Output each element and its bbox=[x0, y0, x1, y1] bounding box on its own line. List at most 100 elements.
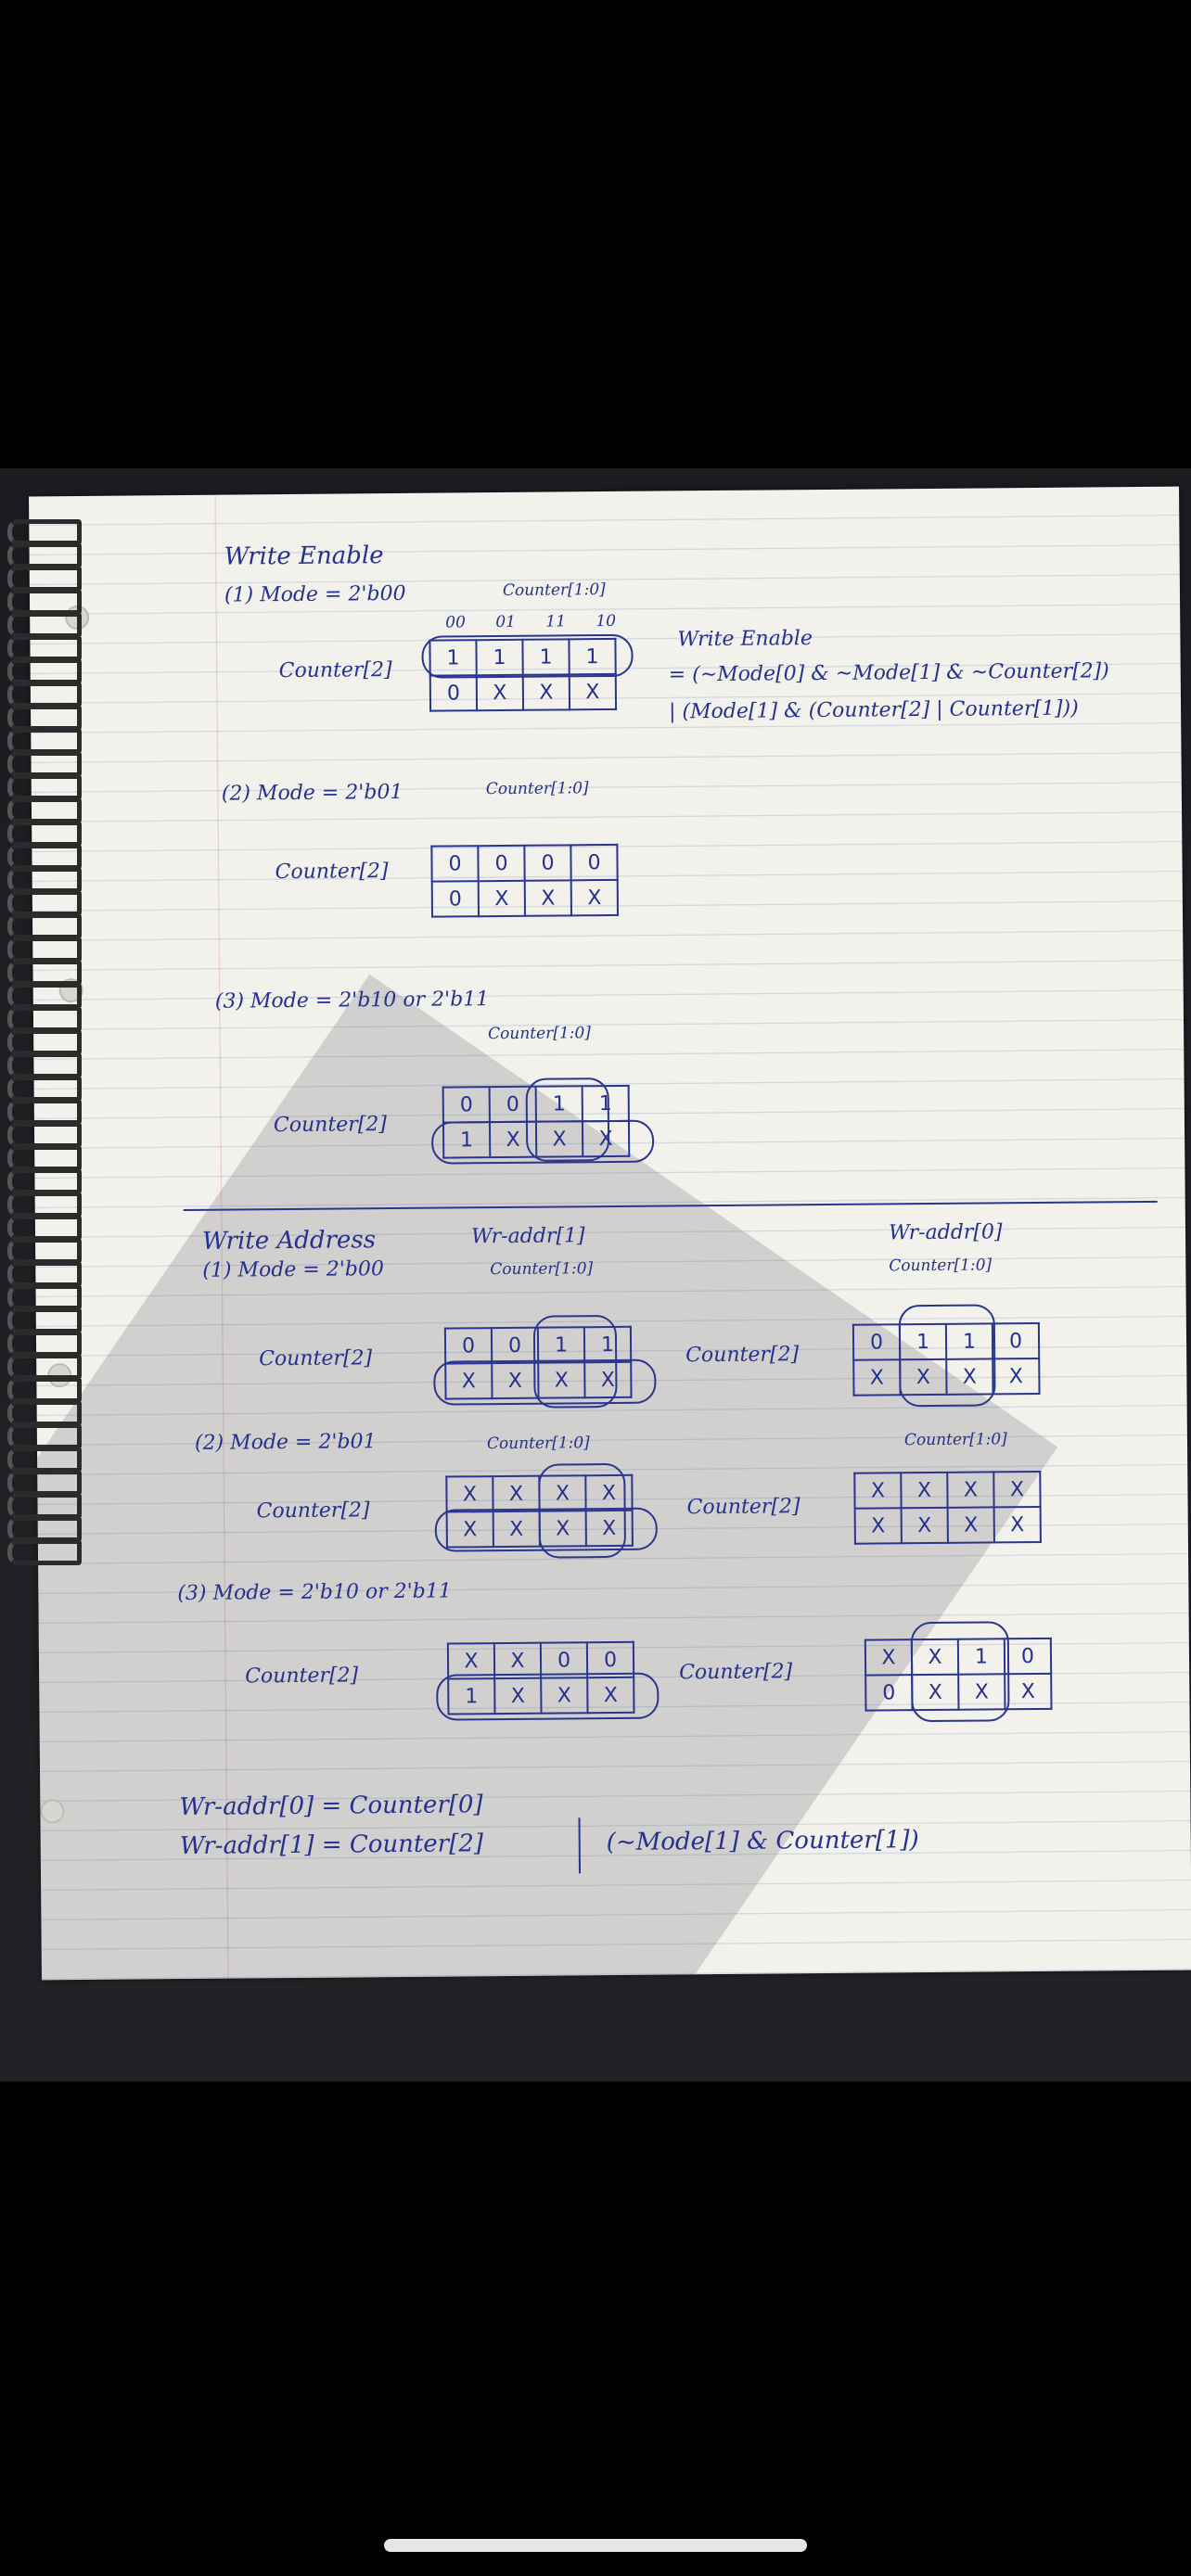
spiral-coil bbox=[7, 1539, 82, 1565]
kmap-cell: X bbox=[901, 1472, 948, 1509]
kmap-cell: X bbox=[570, 879, 619, 916]
spiral-binding bbox=[0, 519, 83, 1586]
spiral-coil bbox=[7, 566, 82, 592]
kmap-cell: 0 bbox=[429, 675, 478, 711]
spiral-coil bbox=[7, 1145, 82, 1171]
counter-col-label: Counter[1:0] bbox=[903, 1430, 1007, 1450]
spiral-coil bbox=[7, 658, 82, 684]
result-addr1-term: (~Mode[1] & Counter[1]) bbox=[606, 1826, 919, 1857]
spiral-coil bbox=[7, 1423, 82, 1449]
spiral-coil bbox=[7, 867, 82, 893]
kmap-cell: X bbox=[854, 1508, 902, 1544]
kmap-cell: X bbox=[901, 1507, 948, 1544]
kmap-cell: X bbox=[522, 674, 570, 710]
spiral-coil bbox=[7, 612, 82, 638]
spiral-coil bbox=[7, 1006, 82, 1032]
spiral-coil bbox=[7, 589, 82, 615]
spiral-coil bbox=[7, 519, 82, 545]
spiral-coil bbox=[7, 1099, 82, 1125]
counter-col-label: Counter[1:0] bbox=[485, 779, 589, 799]
case3-label: (3) Mode = 2'b10 or 2'b11 bbox=[214, 988, 490, 1014]
spiral-coil bbox=[7, 1029, 82, 1055]
counter-row-label: Counter[2] bbox=[685, 1343, 800, 1368]
spiral-coil bbox=[7, 682, 82, 708]
spiral-coil bbox=[7, 1354, 82, 1380]
kmap-cell: X bbox=[947, 1507, 994, 1543]
spiral-coil bbox=[7, 983, 82, 1009]
kmap-cell: X bbox=[854, 1473, 902, 1509]
counter-col-label: Counter[1:0] bbox=[486, 1434, 590, 1454]
spiral-coil bbox=[7, 937, 82, 963]
home-indicator[interactable] bbox=[384, 2539, 807, 2552]
kmap-cell: 0 bbox=[992, 1322, 1040, 1359]
spiral-coil bbox=[7, 960, 82, 986]
group-loop bbox=[898, 1304, 996, 1408]
spiral-coil bbox=[7, 1447, 82, 1473]
group-loop bbox=[436, 1672, 660, 1721]
spiral-coil bbox=[7, 1377, 82, 1403]
kmap-cell: 0 bbox=[431, 846, 479, 882]
counter-row-label: Counter[2] bbox=[679, 1660, 793, 1685]
counter-row-label: Counter[2] bbox=[275, 860, 389, 885]
spiral-coil bbox=[7, 821, 82, 847]
kmap-cell: X bbox=[1005, 1673, 1052, 1710]
counter-row-label: Counter[2] bbox=[278, 658, 392, 683]
kmap-cell: 0 bbox=[491, 1327, 539, 1364]
kmap-cell: X bbox=[524, 880, 572, 916]
spiral-coil bbox=[7, 705, 82, 731]
spiral-coil bbox=[7, 1516, 82, 1542]
case1-label: (1) Mode = 2'b00 bbox=[224, 581, 406, 607]
spiral-coil bbox=[7, 890, 82, 916]
spiral-coil bbox=[7, 844, 82, 870]
counter-col-label: Counter[1:0] bbox=[502, 580, 606, 600]
spiral-coil bbox=[7, 1470, 82, 1496]
punch-hole bbox=[40, 1799, 65, 1824]
spiral-coil bbox=[7, 751, 82, 777]
result-addr1: Wr-addr[1] = Counter[2] bbox=[179, 1830, 484, 1861]
group-loop bbox=[525, 1078, 610, 1162]
counter-col-label: Counter[1:0] bbox=[488, 1024, 591, 1044]
spiral-coil bbox=[7, 1400, 82, 1426]
group-loop bbox=[421, 633, 634, 679]
case2-label: (2) Mode = 2'b01 bbox=[221, 780, 403, 806]
spiral-coil bbox=[7, 1076, 82, 1102]
kmap-cell: 0 bbox=[865, 1675, 913, 1711]
result-addr0: Wr-addr[0] = Counter[0] bbox=[179, 1791, 483, 1822]
equation-line2: | (Mode[1] & (Counter[2] | Counter[1])) bbox=[668, 696, 1079, 724]
spiral-coil bbox=[7, 797, 82, 823]
spiral-coil bbox=[7, 913, 82, 939]
kmap-cell: 0 bbox=[852, 1324, 901, 1360]
kmap-cell: 0 bbox=[431, 881, 480, 917]
kmap-cell: X bbox=[569, 673, 617, 710]
spiral-coil bbox=[7, 1307, 82, 1333]
spiral-coil bbox=[7, 542, 82, 568]
spiral-coil bbox=[7, 774, 82, 800]
write-enable-title: Write Enable bbox=[224, 542, 384, 571]
spiral-coil bbox=[7, 1238, 82, 1264]
wa-case3-label: (3) Mode = 2'b10 or 2'b11 bbox=[177, 1579, 452, 1606]
kmap-cell: X bbox=[993, 1471, 1041, 1508]
equation-title: Write Enable bbox=[677, 627, 813, 652]
notebook-page: Write Enable (1) Mode = 2'b00 Counter[1:… bbox=[29, 486, 1191, 1981]
spiral-coil bbox=[7, 1122, 82, 1148]
spiral-coil bbox=[7, 1261, 82, 1287]
kmap-cell: 0 bbox=[478, 845, 525, 882]
counter-row-label: Counter[2] bbox=[256, 1498, 370, 1524]
group-loop bbox=[538, 1462, 627, 1559]
spiral-coil bbox=[7, 1192, 82, 1218]
spiral-coil bbox=[7, 635, 82, 661]
kmap-cell: 0 bbox=[570, 844, 618, 881]
wr-addr0-head: Wr-addr[0] bbox=[888, 1220, 1003, 1245]
equation-line1: = (~Mode[0] & ~Mode[1] & ~Counter[2]) bbox=[668, 659, 1109, 687]
kmap-cell: X bbox=[478, 880, 526, 917]
kmap-cell: X bbox=[947, 1472, 994, 1508]
spiral-coil bbox=[7, 1331, 82, 1357]
kmap-cell: X bbox=[992, 1358, 1040, 1395]
spiral-coil bbox=[7, 728, 82, 754]
write-address-title: Write Address bbox=[201, 1226, 377, 1256]
counter-col-label: Counter[1:0] bbox=[490, 1259, 594, 1280]
counter-col-label: Counter[1:0] bbox=[889, 1256, 992, 1276]
spiral-coil bbox=[7, 1168, 82, 1194]
